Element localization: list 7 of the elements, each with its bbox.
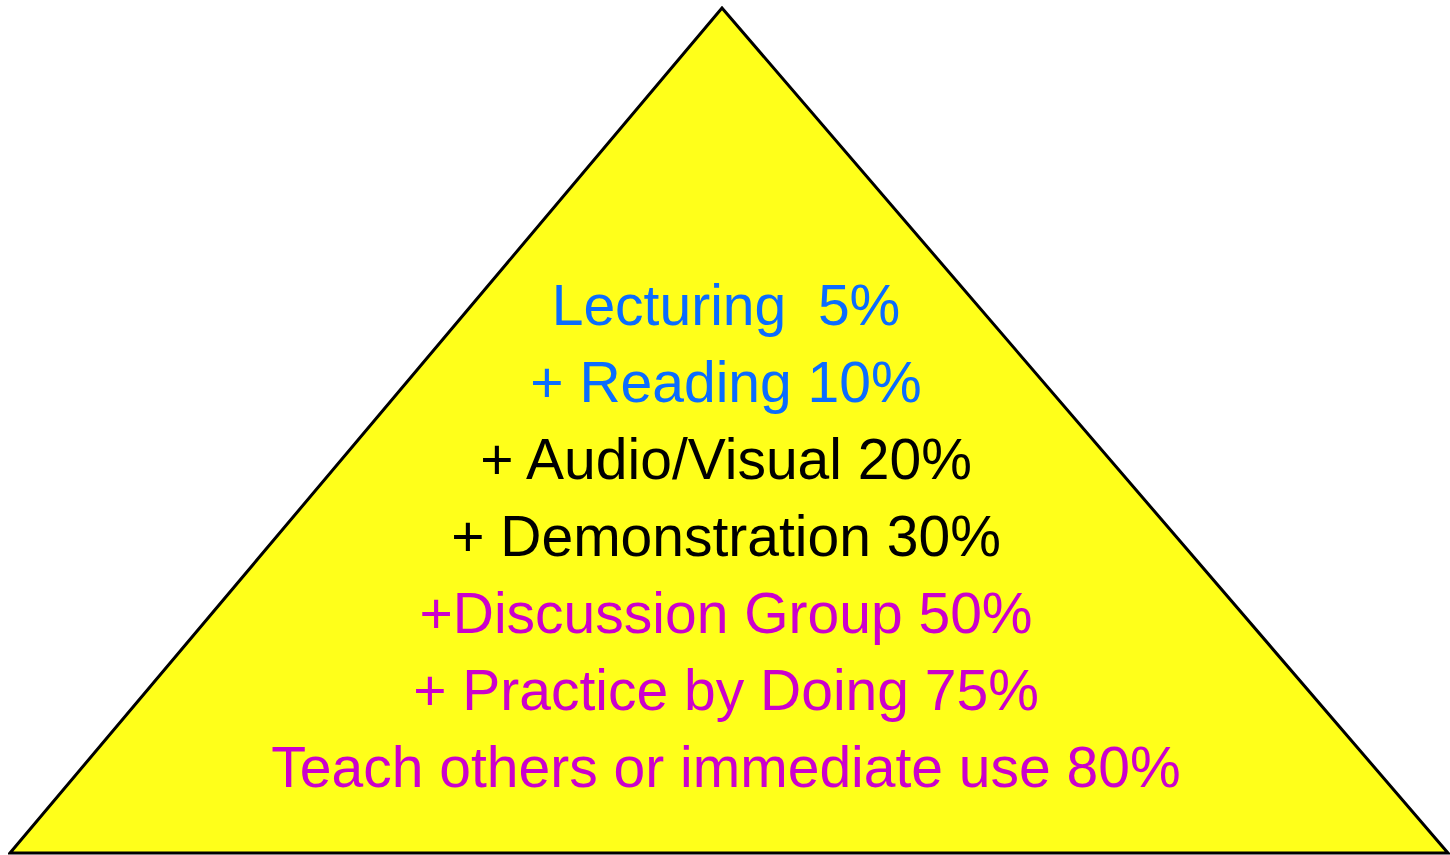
pyramid-level-text: + Audio/Visual 20% (480, 426, 972, 493)
pyramid-level-text: +Discussion Group 50% (419, 580, 1033, 647)
pyramid-level-text: Lecturing 5% (551, 272, 901, 339)
pyramid-level-text: + Practice by Doing 75% (413, 657, 1039, 724)
pyramid-level-text: + Reading 10% (530, 349, 922, 416)
pyramid-level-text: + Demonstration 30% (451, 503, 1001, 570)
pyramid-level-text: Teach others or immediate use 80% (271, 734, 1181, 801)
